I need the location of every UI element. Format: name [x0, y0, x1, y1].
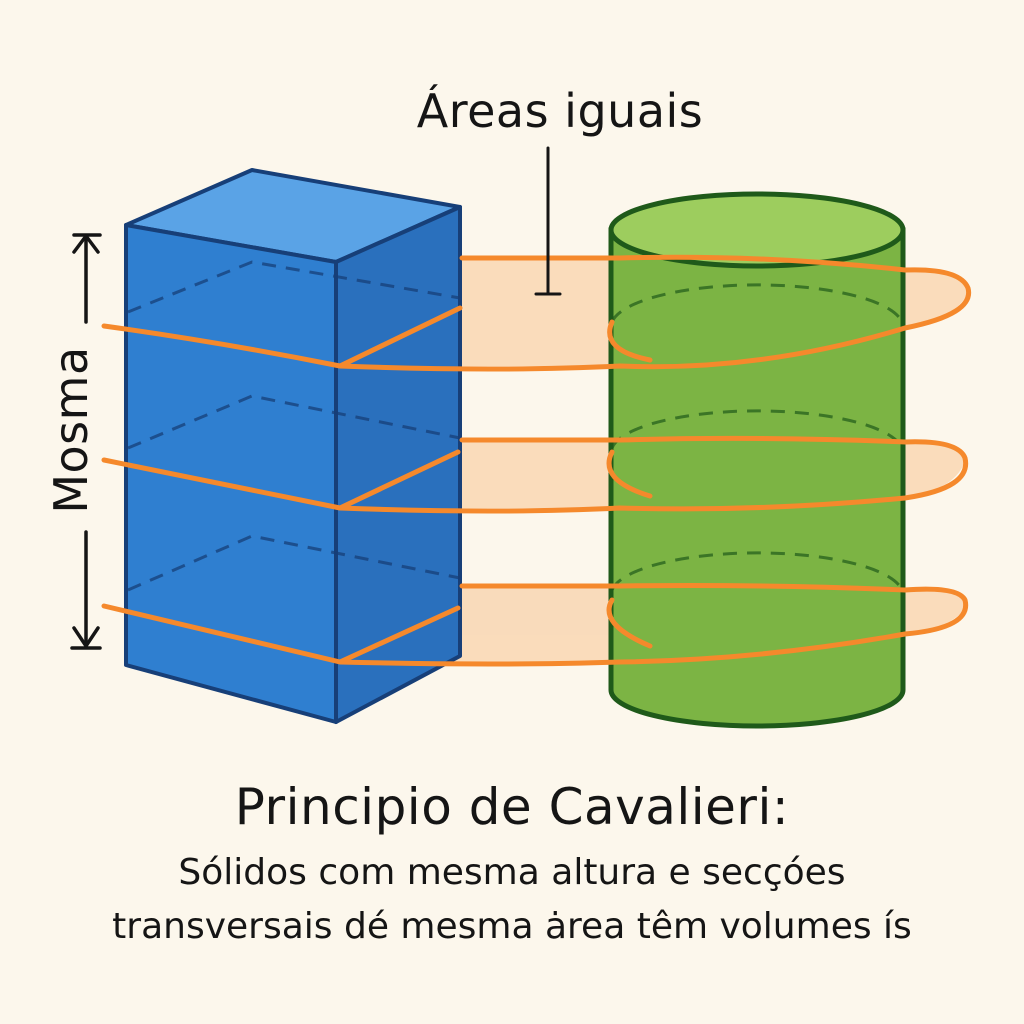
prism-dashed-sections [127, 260, 461, 592]
cavalieri-diagram [70, 146, 972, 729]
cylinder [608, 191, 906, 729]
section-line-top [101, 254, 972, 372]
section-lines [101, 254, 972, 667]
height-dimension-arrow [70, 233, 102, 650]
caption-line-2: transversais dé mesma ȧrea têm volumes í… [112, 906, 912, 947]
caption-title: Principio de Cavalieri: [234, 778, 790, 836]
caption-line-1: Sólidos com mesma altura e secçóes [178, 852, 846, 893]
section-line-middle [101, 435, 969, 514]
same-height-label: Mosma [44, 346, 98, 514]
cylinder-body [608, 227, 906, 729]
prism-side-face [334, 205, 462, 724]
equal-areas-label: Áreas iguais [416, 84, 704, 138]
prism [124, 168, 462, 724]
section-tab-middle [905, 442, 966, 496]
areas-pointer [534, 146, 562, 296]
cylinder-top-face [608, 191, 906, 269]
section-tab-bottom [905, 590, 966, 634]
section-line-bottom [101, 583, 969, 667]
section-tab-top [905, 270, 969, 326]
cylinder-dashed-sections [610, 283, 904, 591]
